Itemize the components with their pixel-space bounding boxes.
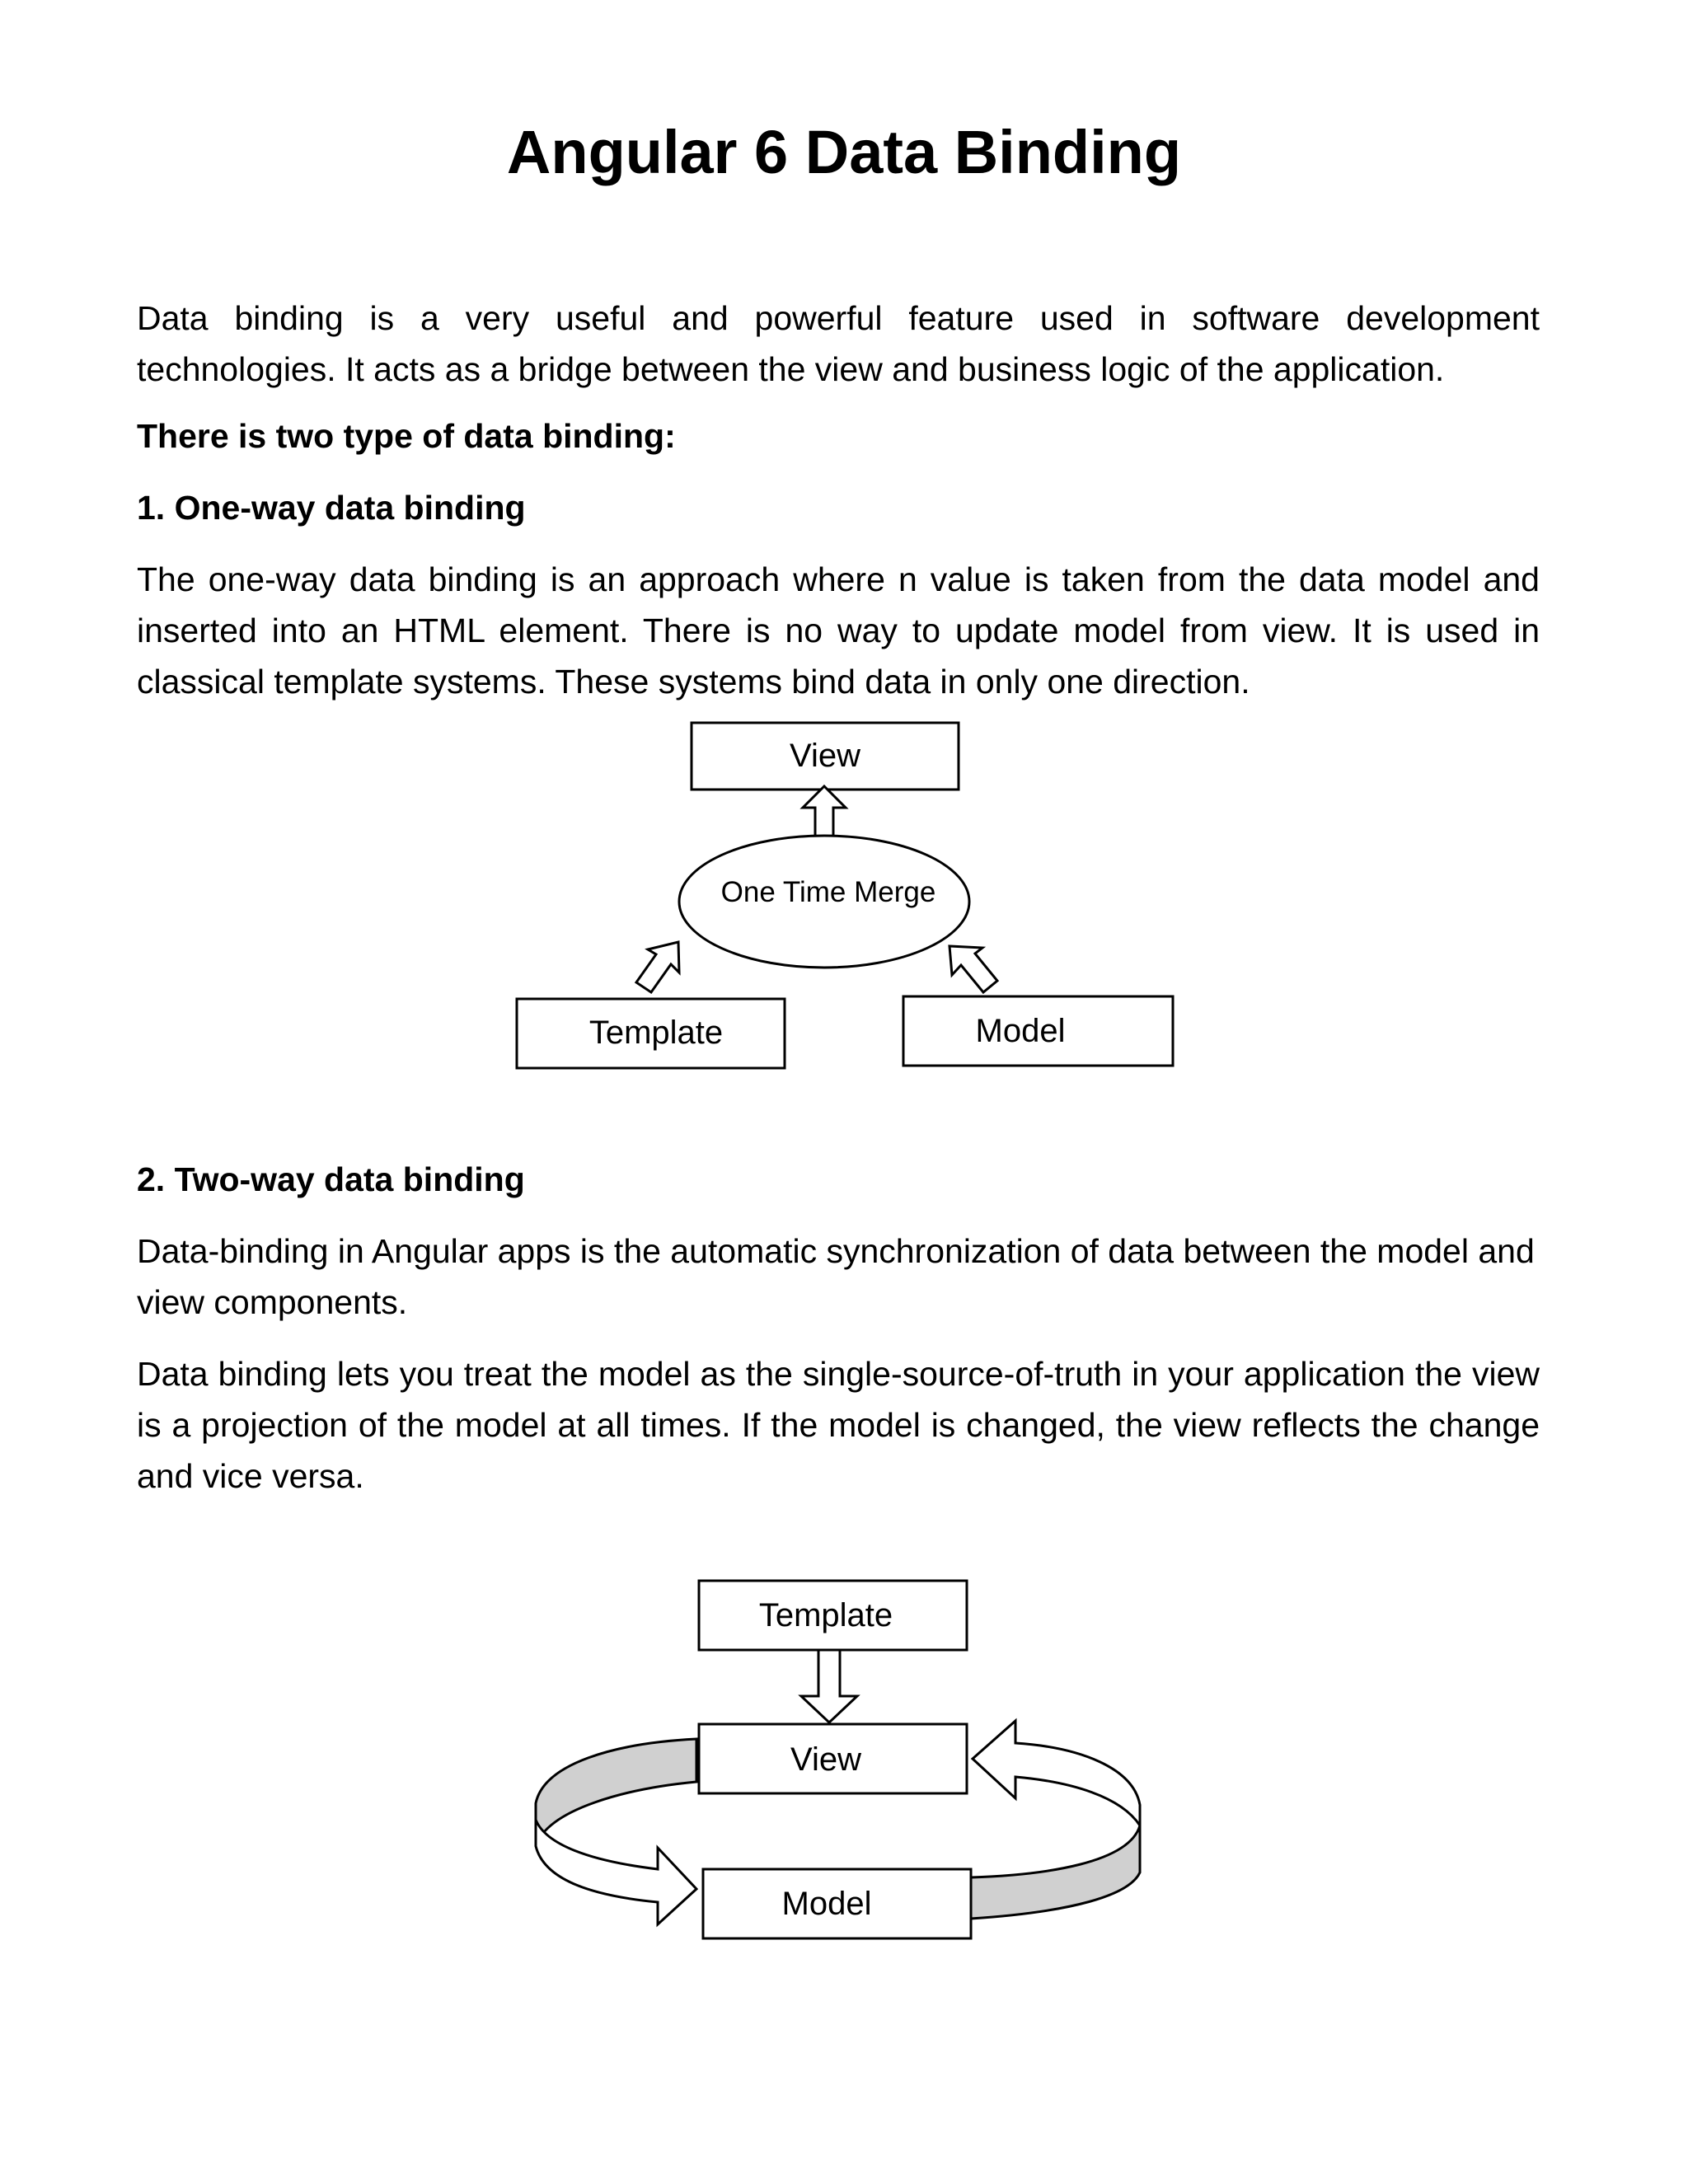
- two-way-description-2: Data binding lets you treat the model as…: [137, 1355, 1540, 1495]
- template-box: Template: [697, 1579, 968, 1652]
- view-label: View: [790, 738, 860, 774]
- two-way-description-1: Data-binding in Angular apps is the auto…: [137, 1232, 1535, 1321]
- one-way-diagram: View One Time Merge Template Model: [515, 721, 1175, 1070]
- template-label: Template: [759, 1597, 893, 1633]
- model-to-view-circular-arrow-icon: [969, 1718, 1142, 1920]
- template-to-merge-arrow-icon: [634, 940, 681, 995]
- template-label: Template: [589, 1015, 723, 1051]
- model-box: Model: [902, 995, 1175, 1067]
- model-label: Model: [976, 1013, 1066, 1049]
- view-label: View: [790, 1741, 861, 1778]
- two-way-diagram: Template View Model: [534, 1579, 1142, 1940]
- types-heading: There is two type of data binding:: [137, 417, 676, 455]
- merge-label: One Time Merge: [721, 876, 936, 908]
- down-arrow-icon: [798, 1648, 860, 1725]
- intro-paragraph: Data binding is a very useful and powerf…: [137, 299, 1540, 388]
- view-box: View: [697, 1722, 968, 1795]
- two-way-heading: 2. Two-way data binding: [137, 1160, 525, 1198]
- model-to-merge-arrow-icon: [948, 944, 1000, 995]
- page-title: Angular 6 Data Binding: [506, 118, 1182, 186]
- one-way-description: The one-way data binding is an approach …: [137, 560, 1540, 701]
- model-box: Model: [701, 1868, 973, 1940]
- template-box: Template: [515, 997, 786, 1070]
- one-time-merge-ellipse: One Time Merge: [678, 834, 971, 969]
- one-way-heading: 1. One-way data binding: [137, 489, 526, 527]
- view-to-model-circular-arrow-icon: [534, 1737, 699, 1928]
- model-label: Model: [782, 1886, 872, 1922]
- view-box: View: [690, 721, 960, 791]
